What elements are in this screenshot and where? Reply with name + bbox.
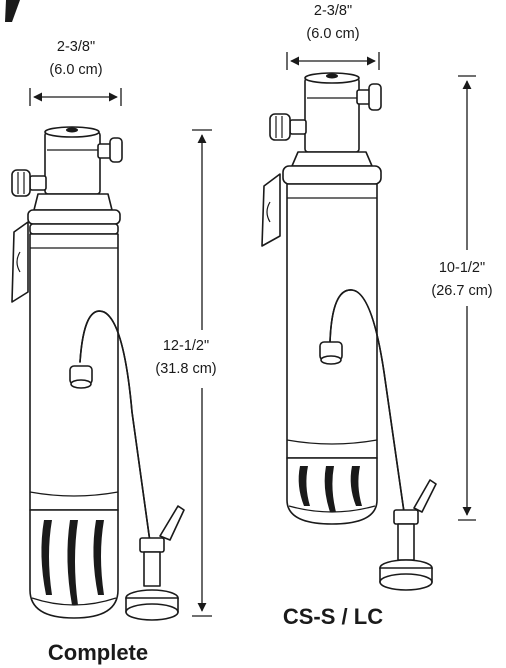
complete-height-dimension-line (192, 129, 212, 617)
complete-model-label: Complete (48, 640, 148, 665)
cs-s-lc-width-cm: (6.0 cm) (306, 26, 359, 42)
complete-width-inches: 2-3/8" (57, 39, 95, 55)
cs-s-lc-filter-drawing (261, 72, 437, 591)
complete-width-cm: (6.0 cm) (49, 62, 102, 78)
complete-height-inches: 12-1/2" (163, 338, 209, 354)
complete-height-cm: (31.8 cm) (155, 361, 216, 377)
cs-s-lc-height-cm: (26.7 cm) (431, 283, 492, 299)
cs-s-lc-width-dimension-line (286, 52, 380, 70)
cs-s-lc-width-inches: 2-3/8" (314, 3, 352, 19)
cropped-glyph (5, 0, 20, 22)
cs-s-lc-height-dimension-line (458, 75, 476, 521)
cs-s-lc-model-label: CS-S / LC (283, 604, 383, 629)
complete-filter-drawing (11, 126, 185, 621)
complete-width-dimension-line (29, 88, 122, 106)
cs-s-lc-height-inches: 10-1/2" (439, 260, 485, 276)
